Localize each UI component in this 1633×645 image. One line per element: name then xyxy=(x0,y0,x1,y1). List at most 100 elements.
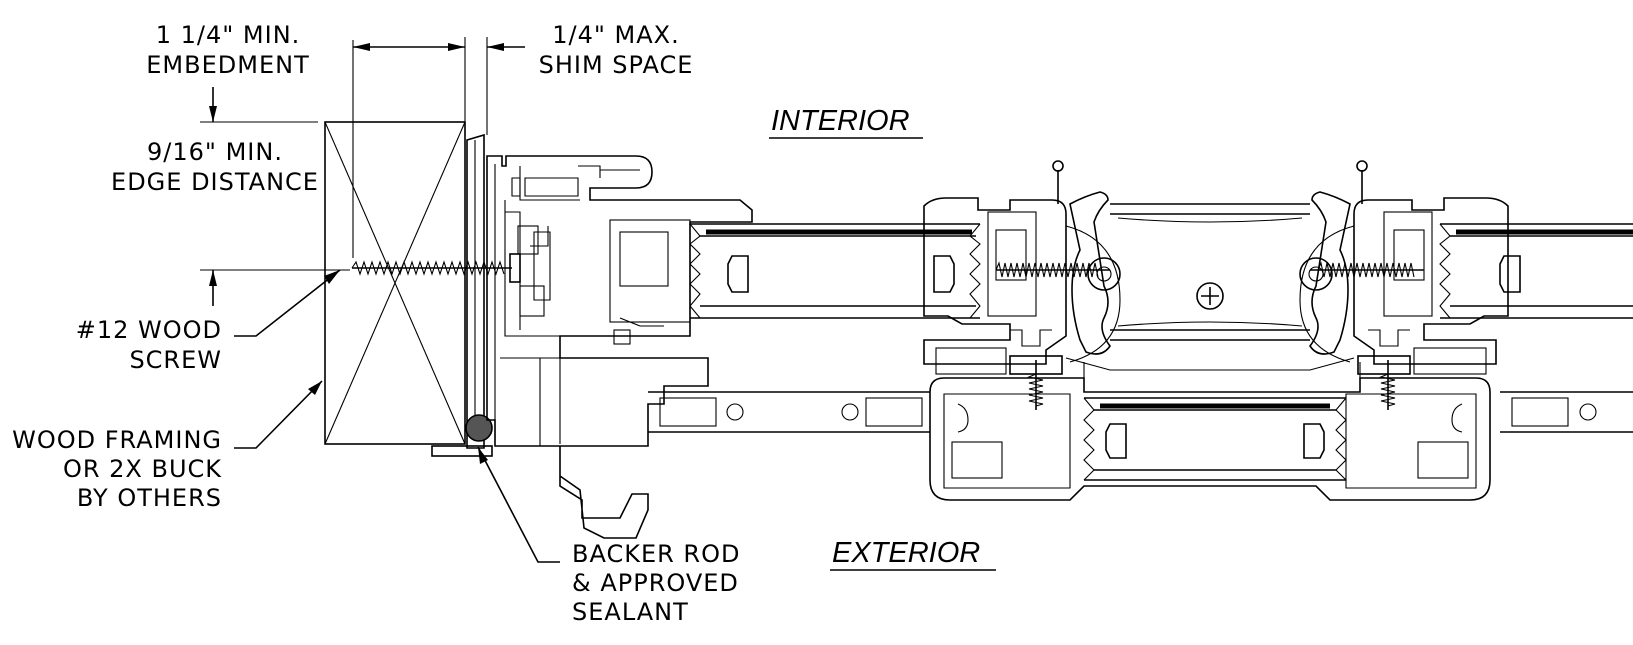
exterior-label: EXTERIOR xyxy=(830,537,996,571)
frame-inner-webs xyxy=(494,164,640,446)
lower-track-roller-1 xyxy=(726,403,744,421)
shim xyxy=(466,133,485,449)
glass-left-gasket-l xyxy=(689,223,701,319)
glass-unit-lower xyxy=(1083,397,1347,481)
frame-screw-pad xyxy=(613,329,631,345)
embedment-arrow-right xyxy=(448,43,465,51)
backer-label-line2: & APPROVED xyxy=(572,569,739,597)
backer-leader xyxy=(477,446,560,563)
spacer-lower-b xyxy=(1303,423,1325,459)
left-handle-body xyxy=(1069,191,1111,355)
backer-rod xyxy=(431,414,493,457)
center-rail-curves xyxy=(1117,217,1303,327)
lower-track xyxy=(648,391,1633,433)
left-sash-chamber-2 xyxy=(995,229,1027,281)
frame-seal-lip xyxy=(619,317,664,327)
right-sash-screw xyxy=(1310,261,1424,410)
left-vertical-screw-threads xyxy=(1027,373,1044,407)
sealant-bead xyxy=(431,445,493,457)
glass-left-edges xyxy=(690,223,980,319)
frame-chamber-2 xyxy=(519,285,545,317)
lower-track-chamber-2 xyxy=(865,397,923,427)
left-sash xyxy=(923,160,1067,375)
embedment-label-line1: 1 1/4" MIN. xyxy=(156,21,301,49)
lower-sash-chamber-a xyxy=(951,441,1003,479)
framing-leader xyxy=(234,380,323,449)
right-handle-pivot xyxy=(1299,257,1333,291)
glass-lower-gasket-l xyxy=(1083,397,1095,481)
frame-chamber-1 xyxy=(517,225,539,255)
wood-buck-rect xyxy=(324,121,466,445)
right-sash-chamber-2 xyxy=(1393,229,1425,281)
shim-arrow xyxy=(487,43,504,51)
shim-label: 1/4" MAX. SHIM SPACE xyxy=(539,21,694,79)
lower-sash-outline xyxy=(929,377,1491,501)
shim-dimension xyxy=(486,37,525,135)
left-sash-outline xyxy=(923,197,1067,365)
frame-chamber-4 xyxy=(619,231,669,287)
framing-label: WOOD FRAMING OR 2X BUCK BY OTHERS xyxy=(12,426,222,512)
wood-cross-2 xyxy=(324,121,466,445)
right-screw-threads xyxy=(1317,261,1415,278)
framing-label-line3: BY OTHERS xyxy=(77,484,222,512)
left-lock-handle xyxy=(1065,191,1121,363)
edge-label-line2: EDGE DISTANCE xyxy=(111,168,319,196)
shim-wedge xyxy=(466,133,485,449)
left-sash-screw-pads xyxy=(1010,329,1052,347)
screw-label-line2: SCREW xyxy=(129,346,222,374)
left-sash-screw xyxy=(995,261,1110,410)
embedment-dimension xyxy=(352,37,466,258)
screw-threads xyxy=(351,260,505,276)
right-lock-handle xyxy=(1299,191,1355,363)
left-sash-bottom-chamber xyxy=(935,347,1007,375)
exterior-text: EXTERIOR xyxy=(832,537,980,569)
framing-leader-arrow xyxy=(308,381,322,395)
frame-chamber-3 xyxy=(609,219,691,323)
glass-lower-gasket-r xyxy=(1335,397,1347,481)
phillips-cross-icon xyxy=(1201,287,1219,305)
embedment-arrow-left xyxy=(353,43,370,51)
right-sash xyxy=(1353,160,1509,375)
edge-distance-dimension xyxy=(200,87,350,306)
right-sash-outline xyxy=(1353,197,1509,365)
interlock-shelf xyxy=(1065,357,1355,371)
right-sash-bracket xyxy=(1357,355,1411,375)
right-lock-arc xyxy=(1299,225,1355,363)
left-sash-chamber-1 xyxy=(987,211,1037,317)
interior-text: INTERIOR xyxy=(771,105,910,137)
glass-right-edges xyxy=(1440,223,1633,319)
glass-unit-left xyxy=(689,223,981,319)
lower-sash-side-chambers xyxy=(943,393,1477,489)
backer-label-line1: BACKER ROD xyxy=(572,540,740,568)
right-handle-body xyxy=(1309,191,1351,355)
left-handle-pivot-inner xyxy=(1096,266,1112,282)
backer-rod-label: BACKER ROD & APPROVED SEALANT xyxy=(572,540,740,626)
spacer-left-b xyxy=(933,255,955,293)
framing-label-line2: OR 2X BUCK xyxy=(63,455,222,483)
right-sash-pin-head xyxy=(1356,160,1368,172)
screw-leader-arrow xyxy=(324,270,340,284)
edge-arrow-bottom xyxy=(209,270,217,286)
right-sash-bottom-chamber xyxy=(1413,347,1487,375)
left-lock-arc xyxy=(1065,225,1121,363)
right-sash-chamber-1 xyxy=(1383,211,1433,317)
glass-lower-edges xyxy=(1084,397,1346,481)
interior-label: INTERIOR xyxy=(769,105,923,139)
shim-label-line2: SHIM SPACE xyxy=(539,51,694,79)
screw-leader xyxy=(234,269,341,337)
edge-distance-label: 9/16" MIN. EDGE DISTANCE xyxy=(111,138,319,196)
lower-track-rails xyxy=(648,391,1633,433)
center-rail xyxy=(1110,203,1310,341)
wood-framing xyxy=(324,121,466,445)
glass-left-gasket-r xyxy=(969,223,981,319)
edge-label-line1: 9/16" MIN. xyxy=(147,138,283,166)
backer-label-line3: SEALANT xyxy=(572,598,689,626)
embedment-label-line2: EMBEDMENT xyxy=(146,51,309,79)
lower-sash-chamber-b xyxy=(1417,441,1469,479)
interlock-posts xyxy=(1083,362,1361,378)
left-handle-pivot xyxy=(1087,257,1121,291)
glass-right-gasket xyxy=(1439,223,1451,319)
left-screw-threads xyxy=(995,261,1099,278)
